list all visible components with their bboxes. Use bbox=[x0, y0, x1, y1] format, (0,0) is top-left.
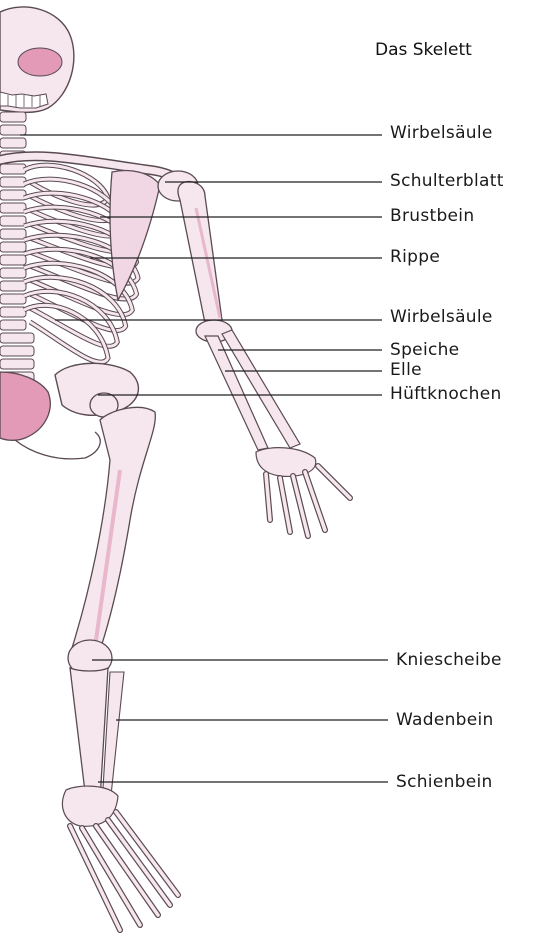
label-kniescheibe: Kniescheibe bbox=[396, 650, 502, 670]
title-blank-box bbox=[238, 32, 368, 70]
diagram-title: Das Skelett bbox=[375, 40, 472, 60]
leg bbox=[62, 393, 178, 930]
label-rippe: Rippe bbox=[390, 247, 440, 267]
skull bbox=[0, 7, 74, 112]
label-schulterblatt: Schulterblatt bbox=[390, 171, 504, 191]
label-schienbein: Schienbein bbox=[396, 772, 493, 792]
label-wirbelsaeule-upper: Wirbelsäule bbox=[390, 123, 493, 143]
label-brustbein: Brustbein bbox=[390, 206, 474, 226]
label-elle: Elle bbox=[390, 360, 422, 380]
label-wadenbein: Wadenbein bbox=[396, 710, 494, 730]
label-wirbelsaeule-lower: Wirbelsäule bbox=[390, 307, 493, 327]
label-hueftknochen: Hüftknochen bbox=[390, 384, 502, 404]
label-speiche: Speiche bbox=[390, 340, 459, 360]
arm bbox=[178, 182, 350, 536]
